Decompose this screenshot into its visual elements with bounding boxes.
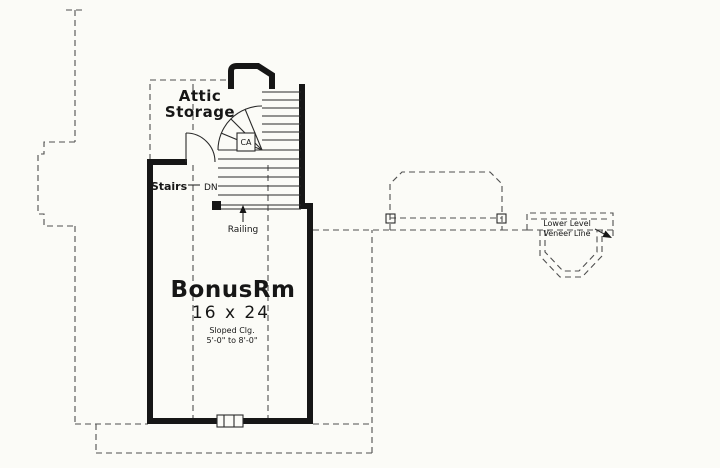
text-labels: Attic Storage Stairs DN CA Railing Bonus… [151, 87, 591, 345]
railing-label: Railing [228, 225, 259, 235]
fixtures [216, 132, 256, 428]
veneer-arrowhead [602, 230, 612, 238]
room-dimensions-label: 16 x 24 [192, 303, 270, 323]
bay-inner-outline [544, 230, 598, 272]
railing-arrowhead [239, 205, 247, 213]
chase-box [236, 132, 256, 152]
veneer-label-line2: Veneer Line [543, 229, 590, 238]
porch-post-left [385, 213, 396, 224]
attic-storage-label-line2: Storage [165, 103, 235, 121]
ceiling-note-line2: 5'-0" to 8'-0" [206, 336, 257, 345]
dn-label: DN [204, 183, 218, 193]
veneer-label-line1: Lower Level [543, 219, 591, 228]
chimney-outline [37, 141, 75, 227]
porch-post-right [496, 213, 507, 224]
porch-roof-outline [389, 171, 503, 230]
attic-storage-label-line1: Attic [179, 87, 221, 105]
leaders [188, 184, 612, 238]
winder-arc [217, 105, 263, 151]
bay-outer-outline [539, 230, 603, 278]
door-swing-arc [185, 132, 216, 163]
stair-hood-wall [228, 63, 275, 89]
bottom-vent [216, 414, 244, 428]
stairs [212, 91, 301, 210]
winder-tread [244, 108, 263, 151]
chase-label: CA [240, 138, 252, 147]
attic-door [185, 132, 216, 163]
room-name-label: BonusRm [171, 277, 296, 303]
stairs-label: Stairs [151, 180, 188, 193]
bay-top-outline [526, 212, 614, 238]
ceiling-note-line1: Sloped Clg. [209, 326, 254, 335]
dashed-outlines [37, 9, 614, 454]
newel-post [212, 201, 221, 210]
